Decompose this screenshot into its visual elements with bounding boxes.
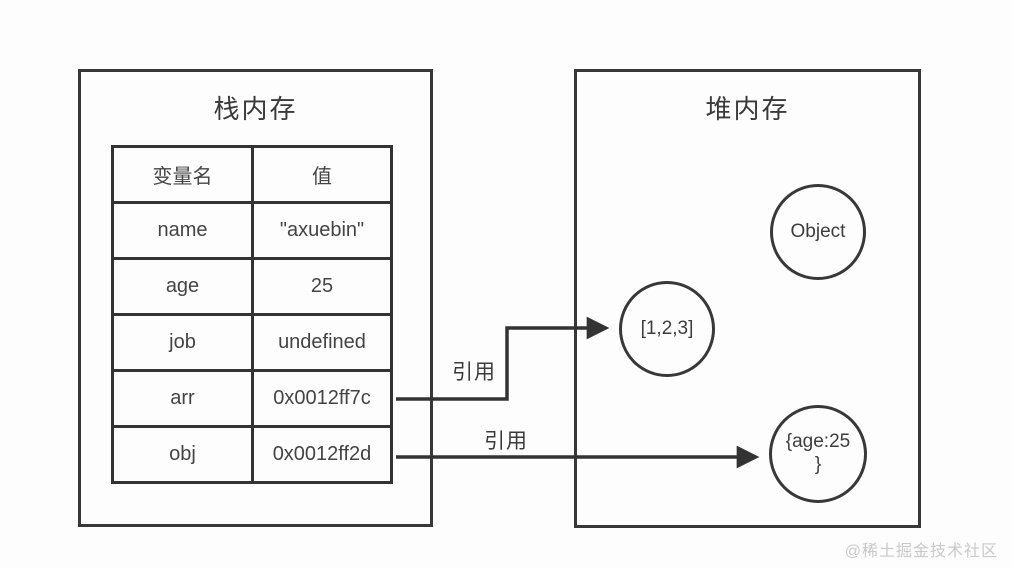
heap-node-object: Object	[770, 184, 866, 280]
cell-var-name: obj	[111, 425, 254, 484]
cell-var-name: age	[111, 257, 254, 316]
table-row: job undefined	[111, 313, 393, 372]
variable-table: 变量名 值 name "axuebin" age 25 job undefine…	[111, 145, 393, 484]
reference-label-arr: 引用	[452, 361, 496, 384]
reference-label-obj: 引用	[484, 430, 528, 453]
heap-node-array: [1,2,3]	[619, 281, 715, 377]
cell-var-value: 0x0012ff7c	[251, 369, 393, 428]
stack-memory-box: 栈内存 变量名 值 name "axuebin" age 25 job unde…	[78, 69, 433, 527]
heap-node-label-line2: }	[814, 454, 822, 475]
header-variable-name: 变量名	[111, 145, 254, 204]
table-header-row: 变量名 值	[111, 145, 393, 204]
cell-var-value: 0x0012ff2d	[251, 425, 393, 484]
heap-node-label-line1: {age:25	[785, 431, 851, 453]
heap-memory-box: 堆内存	[574, 69, 921, 528]
header-value: 值	[251, 145, 393, 204]
cell-var-name: job	[111, 313, 254, 372]
table-row: obj 0x0012ff2d	[111, 425, 393, 484]
stack-memory-title: 栈内存	[213, 94, 298, 124]
cell-var-value: "axuebin"	[251, 201, 393, 260]
table-row: name "axuebin"	[111, 201, 393, 260]
table-row: arr 0x0012ff7c	[111, 369, 393, 428]
heap-node-label: [1,2,3]	[640, 317, 694, 339]
cell-var-value: 25	[251, 257, 393, 316]
cell-var-name: arr	[111, 369, 254, 428]
watermark: @稀土掘金技术社区	[844, 543, 998, 560]
cell-var-value: undefined	[251, 313, 393, 372]
heap-node-label: Object	[790, 220, 846, 242]
cell-var-name: name	[111, 201, 254, 260]
heap-node-age-object: {age:25 }	[769, 405, 867, 503]
table-row: age 25	[111, 257, 393, 316]
heap-memory-title: 堆内存	[705, 94, 790, 124]
